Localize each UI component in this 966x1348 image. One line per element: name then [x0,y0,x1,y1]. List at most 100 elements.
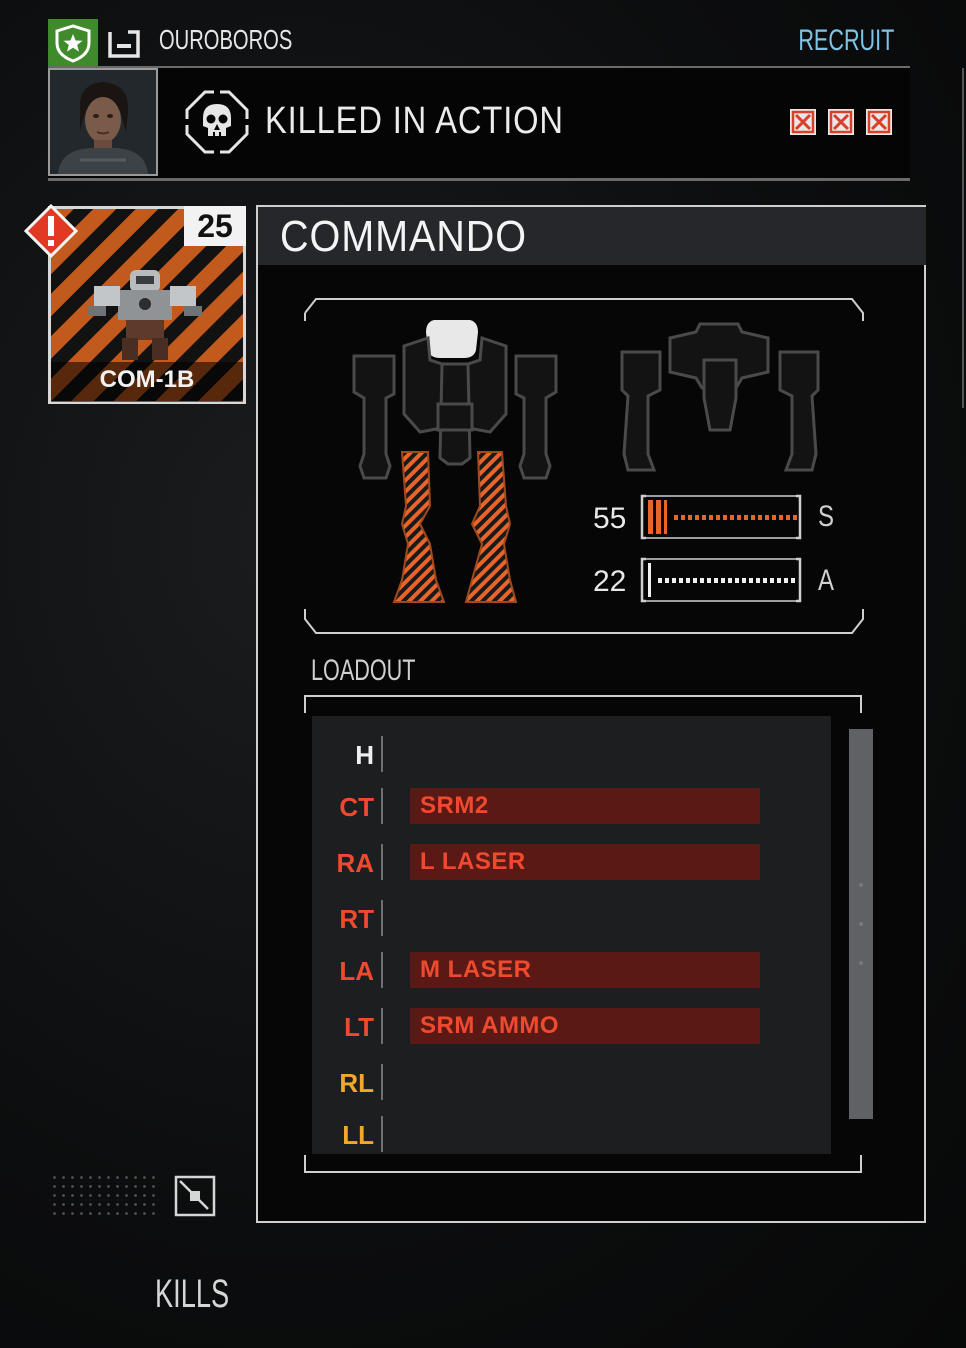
header-divider [48,66,910,69]
pilot-name: OUROBOROS [159,24,293,55]
armor-bar-remainder-tick [735,578,739,583]
armor-bar-remainder-tick [770,578,774,583]
structure-bar-remainder-tick [751,515,755,520]
slot-separator [381,952,383,988]
loadout-slot-ra[interactable]: RA L LASER [312,836,831,880]
armor-bar-remainder-tick [791,578,795,583]
star-shield-icon [55,24,91,63]
recruit-button[interactable]: RECRUIT [797,24,894,57]
structure-bar-remainder-tick [688,515,692,520]
equipment-item-label: M LASER [420,956,532,983]
armor-value: 22 [593,565,627,598]
slot-location-label: LT [344,1012,374,1042]
slot-location-label: RL [339,1068,374,1098]
structure-bar-remainder-tick [758,515,762,520]
mech-variant: COM-1B [99,366,195,393]
loadout-slot-ll[interactable]: LL [312,1108,831,1152]
slot-separator [381,1008,383,1044]
structure-bar-remainder-tick [779,515,783,520]
pilot-portrait[interactable] [48,68,158,176]
expand-icon[interactable] [174,1175,216,1217]
armor-bar-remainder-tick [756,578,760,583]
equipment-item[interactable]: SRM AMMO [410,1008,760,1044]
loadout-slot-rt[interactable]: RT [312,892,831,936]
armor-bar-remainder-tick [784,578,788,583]
armor-bar-fill [648,563,651,597]
mech-class-name: COMMANDO [280,212,527,261]
warning-icon [23,203,79,259]
armor-bar-remainder-tick [707,578,711,583]
loadout-slot-lt[interactable]: LT SRM AMMO [312,1000,831,1044]
structure-bar-remainder-tick [765,515,769,520]
scrollbar-grip-dot [859,883,863,887]
bracket-icon [106,28,142,60]
slot-separator [381,736,383,772]
structure-bar-remainder-tick [744,515,748,520]
armor-bar-remainder-tick [658,578,662,583]
structure-bar-remainder-tick [681,515,685,520]
slot-separator [381,1116,383,1152]
mech-card-label-bg [51,362,243,402]
damage-diagram-frame [304,297,864,635]
status-label: KILLED IN ACTION [265,100,564,142]
slot-separator [381,788,383,824]
scrollbar-grip-dot [859,961,863,965]
structure-value: 55 [593,502,627,535]
slot-separator [381,900,383,936]
slot-separator [381,844,383,880]
loadout-slot-h[interactable]: H [312,728,831,772]
slot-location-label: H [355,740,374,770]
equipment-item-label: SRM2 [420,792,489,819]
injury-x-icon [866,109,892,135]
armor-bar-remainder-tick [700,578,704,583]
panel-top-border [256,205,926,207]
mech-detail-panel [256,205,926,1223]
mech-tonnage: 25 [184,206,246,246]
loadout-title: LOADOUT [311,654,416,687]
loadout-frame [304,695,862,1173]
structure-bar-remainder-tick [786,515,790,520]
pilot-status-bar [48,68,910,181]
unit-badge [48,19,98,67]
slot-location-label: LL [342,1120,374,1150]
structure-bar-remainder-tick [737,515,741,520]
structure-bar-remainder-tick [723,515,727,520]
structure-letter: S [818,500,835,533]
structure-bar-remainder-tick [772,515,776,520]
structure-bar-fill [648,500,653,534]
armor-bar-remainder-tick [686,578,690,583]
armor-bar-remainder-tick [728,578,732,583]
pilot-avatar [50,70,156,174]
armor-letter: A [818,564,835,597]
equipment-item-label: L LASER [420,848,526,875]
structure-bar-remainder-tick [702,515,706,520]
slot-location-label: LA [339,956,374,986]
armor-bar-remainder-tick [742,578,746,583]
armor-bar-remainder-tick [693,578,697,583]
mech-rear-diagram [618,318,822,478]
equipment-item[interactable]: SRM2 [410,788,760,824]
slot-location-label: RA [336,848,374,878]
armor-bar-remainder-tick [679,578,683,583]
equipment-item[interactable]: M LASER [410,952,760,988]
loadout-slot-rl[interactable]: RL [312,1056,831,1100]
armor-bar-remainder-tick [714,578,718,583]
slot-location-label: RT [339,904,374,934]
loadout-slot-ct[interactable]: CT SRM2 [312,780,831,824]
slot-location-label: CT [339,792,374,822]
armor-bar [640,557,802,603]
structure-bar [640,494,802,540]
equipment-item[interactable]: L LASER [410,844,760,880]
structure-bar-remainder-tick [674,515,678,520]
injury-x-icon [828,109,854,135]
loadout-slot-la[interactable]: LA M LASER [312,944,831,988]
structure-bar-remainder-tick [730,515,734,520]
structure-bar-fill [656,500,661,534]
structure-bar-remainder-tick [695,515,699,520]
slot-separator [381,1064,383,1100]
armor-bar-remainder-tick [721,578,725,583]
structure-bar-fill [664,500,667,534]
mech-class-header [258,207,926,265]
armor-bar-remainder-tick [777,578,781,583]
structure-bar-remainder-tick [709,515,713,520]
